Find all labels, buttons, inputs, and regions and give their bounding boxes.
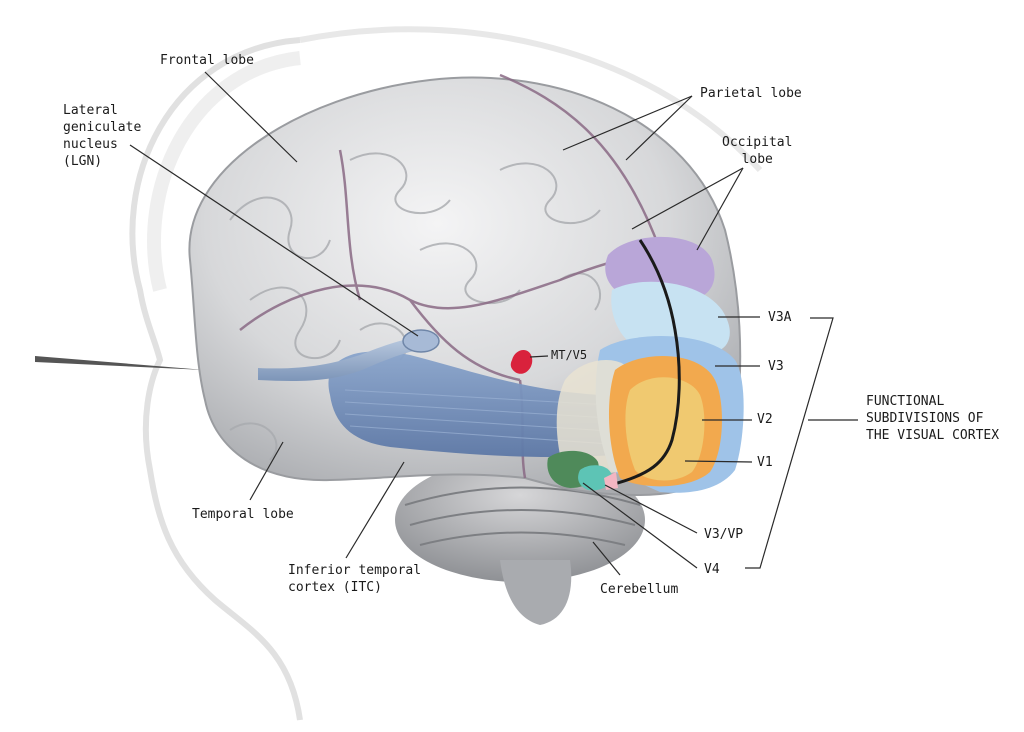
eye-nerve	[35, 356, 205, 370]
head-outline-inner	[147, 51, 301, 292]
leader-parietal-1	[562, 95, 693, 151]
lgn-shape	[402, 329, 440, 353]
area-v3vp	[578, 465, 612, 491]
label-v3vp: V3/VP	[704, 527, 744, 542]
area-v3a	[611, 281, 730, 350]
leader-parietal-2	[625, 95, 693, 161]
label-v3: V3	[768, 359, 784, 374]
leader-itc	[345, 461, 405, 559]
head-outline	[129, 37, 303, 721]
label-parietal-lobe: Parietal lobe	[700, 86, 802, 101]
label-v3a: V3A	[768, 310, 792, 325]
brainstem	[500, 560, 572, 625]
label-frontal-lobe: Frontal lobe	[160, 53, 254, 68]
bracket	[745, 317, 834, 569]
area-v1	[625, 377, 705, 481]
calcarine-sulcus	[609, 239, 681, 487]
leader-occipital-2	[696, 167, 744, 251]
gyri-texture	[229, 152, 601, 461]
area-pink	[604, 472, 618, 490]
label-occipital-lobe: Occipital lobe	[722, 135, 793, 167]
label-mt-v5: MT/V5	[551, 348, 588, 362]
leader-mtv5	[529, 355, 549, 358]
label-v4: V4	[704, 562, 720, 577]
label-itc: Inferior temporal cortex (ITC)	[288, 563, 422, 595]
leader-lines	[129, 71, 858, 576]
leader-frontal	[204, 71, 298, 163]
leader-v1	[684, 460, 753, 463]
leader-v3vp	[604, 484, 698, 534]
visual-areas	[547, 236, 744, 493]
optic-nerve	[258, 338, 418, 381]
skull-arc	[299, 26, 763, 173]
leader-occipital-1	[631, 167, 744, 230]
label-v2: V2	[757, 412, 773, 427]
leader-cerebellum	[592, 541, 621, 576]
optic-radiation	[328, 351, 615, 458]
leader-temporal	[249, 441, 284, 501]
leader-v4	[582, 482, 698, 569]
label-lgn: Lateral geniculate nucleus (LGN)	[63, 103, 142, 169]
label-v1: V1	[757, 455, 773, 470]
area-pale	[556, 360, 625, 474]
label-cerebellum: Cerebellum	[600, 582, 679, 597]
label-temporal-lobe: Temporal lobe	[192, 507, 294, 522]
leader-lgn	[129, 144, 419, 337]
label-functional-subdivisions: FUNCTIONAL SUBDIVISIONS OF THE VISUAL CO…	[866, 394, 1000, 443]
mt-v5-shape	[510, 349, 533, 374]
